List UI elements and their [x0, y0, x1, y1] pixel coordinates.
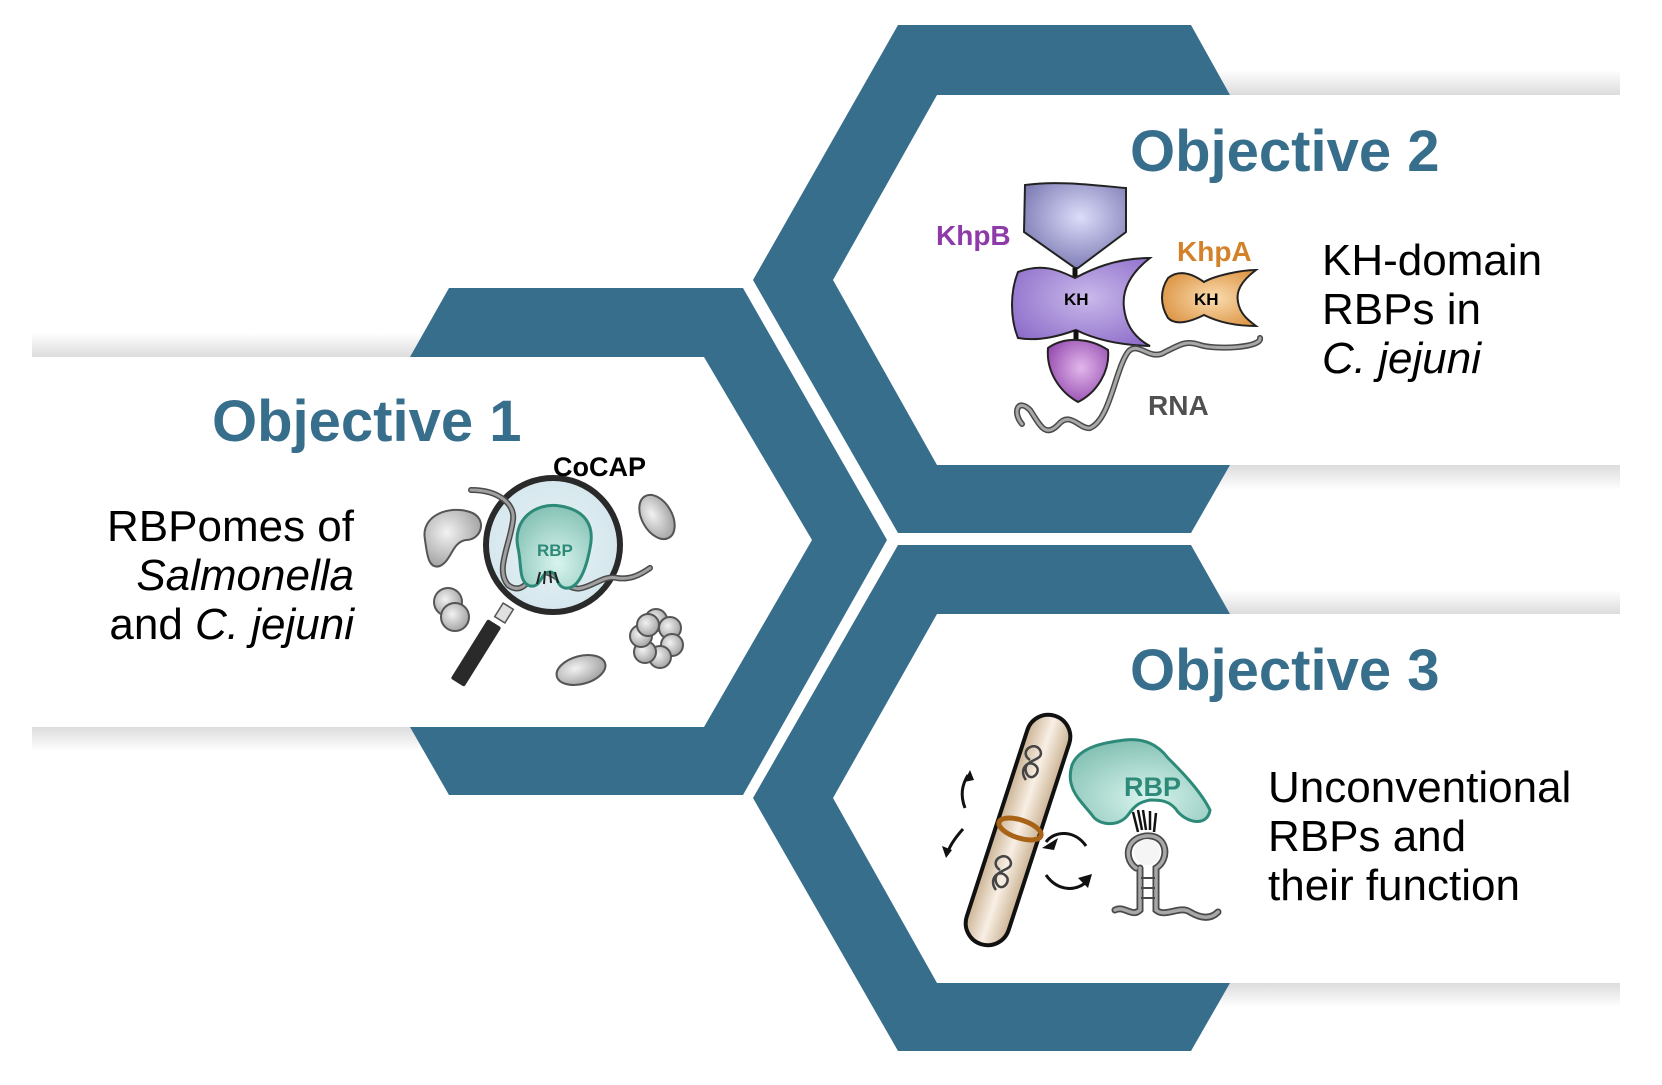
gray-protein-icon — [440, 602, 470, 632]
description-line: RBPs and — [1268, 812, 1467, 861]
hex2-frame — [753, 25, 1230, 533]
rbp-label: RBP — [1124, 772, 1182, 802]
khpb-top-domain-icon — [1022, 182, 1127, 269]
khpa-kh-domain-icon — [1161, 268, 1260, 328]
objective-2-title: Objective 2 — [1130, 119, 1440, 184]
hex3-shadow-top — [1190, 590, 1620, 614]
rna-hairpin-icon — [1111, 832, 1222, 921]
cocap-label: CoCAP — [553, 452, 646, 482]
khpb-bottom-domain-icon — [1046, 338, 1110, 404]
hex1-shadow-bottom — [32, 727, 452, 751]
rbp-label: RBP — [537, 541, 573, 560]
objective-1-title: Objective 1 — [212, 389, 522, 454]
gray-protein-icon — [555, 654, 607, 686]
hex1-shadow-top — [32, 333, 452, 357]
objective-2-description: KH-domain RBPs in C. jejuni — [1322, 236, 1542, 383]
objective-1-illustration — [423, 475, 684, 687]
binding-lines-icon — [1131, 809, 1158, 833]
khpa-label: KhpA — [1177, 236, 1252, 267]
hex3-frame — [753, 545, 1230, 1051]
description-line: their function — [1268, 861, 1520, 910]
objective-3-illustration — [942, 712, 1222, 948]
description-line: RBPs in — [1322, 285, 1481, 334]
description-line: and C. jejuni — [109, 600, 354, 649]
objective-2-illustration — [1011, 182, 1263, 434]
khpb-kh-domain-icon — [1011, 256, 1153, 347]
description-line: Unconventional — [1268, 763, 1572, 812]
description-line: KH-domain — [1322, 236, 1543, 285]
khpb-kh-label: KH — [1064, 290, 1089, 309]
shadow-bands — [32, 70, 1620, 1007]
rbp-protein-icon — [1068, 738, 1212, 826]
objective-1-description: RBPomes of Salmonella and C. jejuni — [107, 502, 354, 649]
hex1-frame — [410, 288, 887, 795]
rna-label: RNA — [1148, 390, 1209, 421]
rbp-protein-icon — [515, 503, 593, 590]
description-line: Salmonella — [136, 551, 354, 600]
hex3-shadow-bottom — [1190, 983, 1620, 1007]
khpb-label: KhpB — [936, 220, 1011, 251]
objective-3-title: Objective 3 — [1130, 638, 1440, 703]
hex2-shadow-bottom — [1190, 465, 1620, 490]
gray-protein-icon — [423, 508, 482, 568]
rotation-arrows-icon — [946, 774, 970, 853]
binding-lines-icon — [536, 570, 559, 585]
khpa-kh-label: KH — [1194, 290, 1219, 309]
objective-3-description: Unconventional RBPs and their function — [1268, 763, 1571, 910]
dividing-bacterium-icon — [963, 712, 1073, 948]
description-line: C. jejuni — [1322, 334, 1481, 383]
hex2-shadow-top — [1190, 70, 1620, 95]
gray-protein-cluster-icon — [629, 608, 684, 669]
gray-protein-icon — [638, 493, 676, 541]
description-line: RBPomes of — [107, 502, 354, 551]
